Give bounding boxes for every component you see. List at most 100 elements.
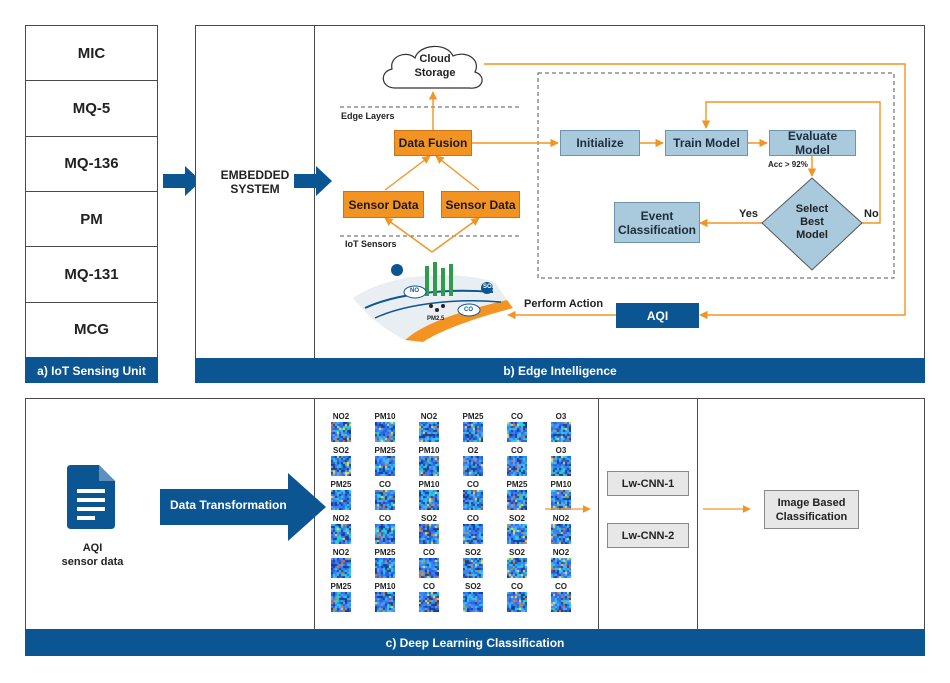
heatmap-label: CO (467, 480, 479, 489)
heatmap-label: CO (511, 412, 523, 421)
heatmap-label: NO2 (552, 548, 570, 557)
heatmap-label: SO2 (332, 446, 349, 455)
heatmap-label: NO2 (552, 514, 570, 523)
heatmap-thumbnail (419, 558, 439, 578)
heatmap-label: PM25 (462, 412, 484, 421)
heatmap-label: PM10 (418, 480, 440, 489)
perform-action-label: Perform Action (524, 298, 604, 310)
heatmap-label: CO (555, 582, 567, 591)
initialize-box: Initialize (560, 130, 640, 156)
iot-landscape-illustration (353, 262, 513, 342)
heatmap-thumbnail (331, 456, 351, 476)
heatmap-label: CO (511, 582, 523, 591)
heatmap-label: CO (379, 514, 391, 523)
select-best-model-label: Select Best Model (795, 203, 829, 241)
sensor-data-box-2: Sensor Data (441, 191, 520, 218)
divider-3 (697, 398, 698, 629)
heatmap-thumbnail (507, 456, 527, 476)
iot-sensing-unit-caption: a) IoT Sensing Unit (25, 358, 158, 383)
heatmap-label: SO2 (464, 582, 481, 591)
evaluate-model-box: Evaluate Model (769, 129, 856, 157)
arrow-embedded-to-sensors (294, 166, 332, 196)
heatmap-label: PM25 (330, 582, 352, 591)
heatmap-label: PM25 (374, 548, 396, 557)
event-classification-box: Event Classification (614, 202, 700, 243)
edge-connectors (340, 63, 906, 320)
heatmap-thumbnail (551, 524, 571, 544)
edge-intelligence-caption: b) Edge Intelligence (195, 358, 925, 383)
heatmap-label: PM25 (374, 446, 396, 455)
data-fusion-box: Data Fusion (394, 130, 472, 156)
aqi-sensor-data-label: AQI sensor data (61, 542, 124, 568)
illustration-label-co: CO (464, 307, 473, 313)
heatmap-label: O3 (555, 412, 567, 421)
heatmap-thumbnail (331, 592, 351, 612)
no-label: No (864, 208, 879, 220)
heatmap-thumbnail (463, 524, 483, 544)
heatmap-label: NO2 (332, 548, 350, 557)
sensor-item: MQ-131 (26, 247, 157, 303)
heatmap-thumbnail (463, 592, 483, 612)
heatmap-label: SO2 (508, 548, 525, 557)
heatmap-label: CO (467, 514, 479, 523)
heatmap-thumbnail (419, 524, 439, 544)
heatmap-thumbnail (419, 490, 439, 510)
heatmap-thumbnail (507, 422, 527, 442)
heatmap-thumbnail (551, 490, 571, 510)
heatmap-thumbnail (507, 490, 527, 510)
heatmap-thumbnail (419, 422, 439, 442)
heatmap-label: CO (423, 548, 435, 557)
lw-cnn-2-box: Lw-CNN-2 (607, 523, 689, 548)
heatmap-thumbnail (551, 456, 571, 476)
sensor-data-box-1: Sensor Data (343, 191, 424, 218)
deep-learning-caption: c) Deep Learning Classification (25, 629, 925, 656)
heatmap-label: CO (379, 480, 391, 489)
heatmap-thumbnail (331, 422, 351, 442)
heatmap-thumbnail (463, 422, 483, 442)
heatmap-thumbnail (551, 422, 571, 442)
embedded-system-label: EMBEDDED SYSTEM (220, 168, 290, 196)
heatmap-label: SO2 (508, 514, 525, 523)
iot-sensors-label: IoT Sensors (345, 239, 397, 249)
heatmap-thumbnail (463, 558, 483, 578)
sensor-item: MCG (26, 303, 157, 358)
lw-cnn-1-box: Lw-CNN-1 (607, 471, 689, 496)
heatmap-label: SO2 (420, 514, 437, 523)
heatmap-label: PM10 (374, 412, 396, 421)
yes-label: Yes (739, 208, 758, 220)
heatmap-label: CO (423, 582, 435, 591)
sensor-item: PM (26, 192, 157, 248)
arrow-to-embedded (163, 166, 201, 196)
cloud-icon (382, 45, 483, 89)
heatmap-label: PM25 (506, 480, 528, 489)
heatmap-thumbnail (551, 558, 571, 578)
document-icon (67, 465, 115, 529)
heatmap-thumbnail (375, 490, 395, 510)
heatmap-thumbnail (551, 592, 571, 612)
heatmap-label: CO (511, 446, 523, 455)
heatmap-label: O3 (555, 446, 567, 455)
heatmap-thumbnail (375, 524, 395, 544)
image-based-classification-box: Image Based Classification (764, 490, 859, 529)
aqi-box: AQI (616, 303, 699, 328)
data-transformation-arrow (160, 473, 326, 541)
heatmap-thumbnail (375, 422, 395, 442)
train-model-box: Train Model (665, 130, 748, 156)
heatmap-label: PM10 (374, 582, 396, 591)
heatmap-thumbnail (463, 490, 483, 510)
heatmap-label: O2 (467, 446, 479, 455)
heatmap-thumbnail (375, 592, 395, 612)
heatmap-thumbnail (375, 456, 395, 476)
heatmap-label: PM10 (418, 446, 440, 455)
heatmap-label: NO2 (332, 514, 350, 523)
heatmap-thumbnail (331, 558, 351, 578)
sensor-item: MQ-136 (26, 137, 157, 192)
illustration-label-so2: SO₂ (483, 284, 495, 290)
data-transformation-label: Data Transformation (170, 498, 287, 512)
edge-layers-label: Edge Layers (341, 111, 395, 121)
sensor-item: MQ-5 (26, 81, 157, 137)
heatmap-thumbnail (507, 592, 527, 612)
